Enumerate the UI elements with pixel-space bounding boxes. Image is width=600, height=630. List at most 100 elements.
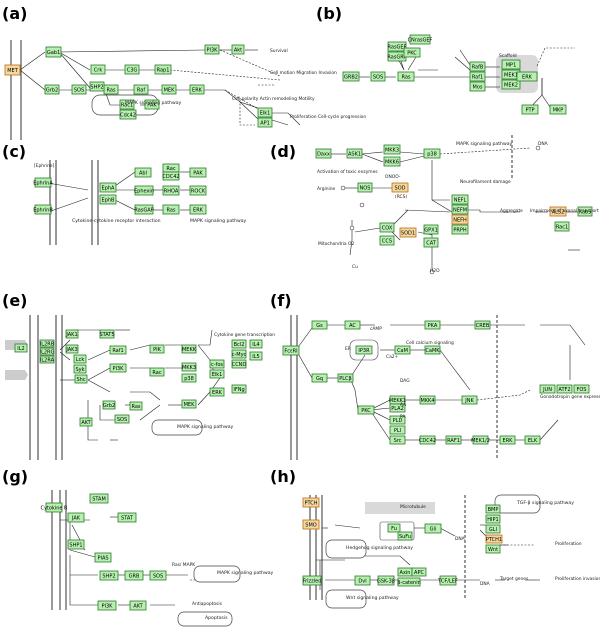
gene-box	[89, 81, 105, 92]
gene-node-a-mek: MEK	[161, 84, 177, 95]
gene-label: RAF1	[447, 438, 460, 444]
gene-box	[99, 329, 115, 339]
gene-node-e-il2: IL2	[14, 343, 28, 353]
panel-label-g: (g)	[2, 467, 28, 486]
gene-label: PLA2	[391, 406, 404, 412]
gene-node-f-plcb: PLCβ	[337, 373, 354, 383]
gene-box	[451, 204, 469, 215]
gene-node-e-sos: SOS	[114, 414, 130, 424]
gene-box	[119, 109, 137, 120]
gene-label: ERK	[192, 87, 203, 93]
gene-label: NEFL	[454, 197, 467, 203]
gene-label: β-catenin	[397, 580, 421, 586]
gene-label: MET	[7, 68, 18, 74]
gene-label: NOS	[360, 185, 371, 191]
gene-label: Lck	[76, 357, 85, 363]
gene-node-b-mek2: MEK2	[501, 79, 521, 90]
gene-box	[357, 182, 373, 193]
gene-node-e-il4: IL4	[249, 339, 263, 349]
gene-label: Abl	[139, 170, 147, 176]
gene-box	[90, 64, 106, 75]
gene-label: CDC42	[162, 174, 179, 180]
gene-box	[39, 347, 55, 356]
gene-label: MEK1	[504, 72, 518, 78]
gene-box	[231, 44, 245, 55]
gene-box	[73, 354, 87, 364]
gene-box	[204, 44, 220, 55]
gene-label: Daxx	[317, 151, 330, 157]
panel-label-a: (a)	[2, 4, 27, 23]
gene-box	[387, 523, 401, 533]
gene-label: Raf1	[472, 74, 483, 80]
gene-label: SOS	[117, 417, 127, 423]
gene-node-e-il5: IL5	[249, 351, 263, 361]
gene-box	[34, 177, 52, 188]
gene-box	[389, 415, 406, 425]
gene-box	[501, 59, 521, 70]
gene-box	[45, 502, 63, 513]
gene-box	[162, 171, 180, 181]
gene-box	[133, 84, 149, 95]
pathway-label-a-mapk: MAPK signaling pathway	[125, 100, 182, 106]
gene-label: RHOA	[164, 188, 179, 194]
gene-node-h-smo: SMO	[302, 519, 320, 530]
gene-node-h-gli: Gli	[424, 523, 442, 534]
gene-node-f-jun: JUN	[539, 384, 556, 394]
gene-label: Ras	[131, 404, 140, 410]
gene-box	[71, 84, 87, 95]
gene-label: JAK3	[65, 347, 77, 353]
gene-label: JUN	[542, 387, 552, 393]
gene-label: Gli	[430, 526, 437, 532]
gene-box	[181, 344, 197, 354]
gene-node-g-stam: STAM	[89, 493, 109, 504]
annotation-d-cu: Cu	[352, 264, 358, 270]
gene-node-b-erk: ERK	[516, 71, 538, 82]
gene-box	[161, 84, 177, 95]
gene-label: CNrasGEF	[408, 37, 433, 43]
gene-label: CCND	[232, 362, 247, 368]
gene-label: Grb2	[103, 403, 115, 409]
gene-node-f-pka: PKA	[424, 320, 441, 330]
gene-label: Shc	[76, 377, 85, 383]
gene-label: AP1	[260, 120, 270, 126]
gene-label: c-fos	[211, 362, 223, 368]
annotation-h-target: Target genes	[499, 576, 529, 582]
gene-box	[302, 519, 320, 530]
gene-node-e-jak3: JAK3	[65, 344, 79, 354]
gene-node-d-cox: COX	[379, 222, 395, 233]
gene-label: PIK	[153, 347, 161, 353]
gene-box	[39, 339, 55, 348]
gene-node-c-rac: Rac	[162, 163, 180, 173]
gene-node-g-recep: Cytokine R	[40, 502, 68, 513]
pathway-label-c-mapk: MAPK signaling pathway	[190, 218, 247, 224]
gene-label: PAK	[147, 102, 157, 108]
gene-node-d-ccs: CCS	[379, 235, 395, 246]
gene-label: Rac1	[556, 224, 568, 230]
gene-node-e-cfos: c-fos	[209, 359, 225, 369]
gene-label: Cdc42	[120, 112, 136, 118]
gene-box	[409, 34, 431, 45]
gene-label: PKA	[428, 323, 438, 329]
annotation-d-neuro: Neurofilament damage	[460, 179, 511, 185]
gene-label: EphB	[102, 197, 116, 203]
annotation-f-er: ER	[345, 346, 351, 352]
gene-box	[181, 373, 197, 383]
gene-node-f-pla2: PLA2	[389, 403, 406, 413]
gene-label: ASK1	[348, 151, 361, 157]
gene-node-d-nefl: NEFL	[451, 194, 469, 205]
gene-box	[423, 224, 439, 235]
gene-box	[516, 71, 538, 82]
gene-node-c-ephb: EphB	[99, 194, 117, 205]
gene-label: ROCK	[191, 188, 206, 194]
panel-label-f: (f)	[270, 291, 292, 310]
gene-box	[451, 224, 469, 235]
gene-label: Elk1	[212, 372, 223, 378]
gene-label: SOS	[74, 87, 84, 93]
annotation-d-mito: Mitochondria	[318, 241, 347, 247]
gene-box	[342, 71, 360, 82]
gene-box	[357, 405, 375, 415]
annotation-d-activation: Activation of toxic enzymes	[317, 169, 378, 175]
gene-node-h-axin: Axin	[397, 567, 413, 577]
gene-label: CAT	[426, 240, 437, 246]
gene-box	[311, 373, 328, 383]
